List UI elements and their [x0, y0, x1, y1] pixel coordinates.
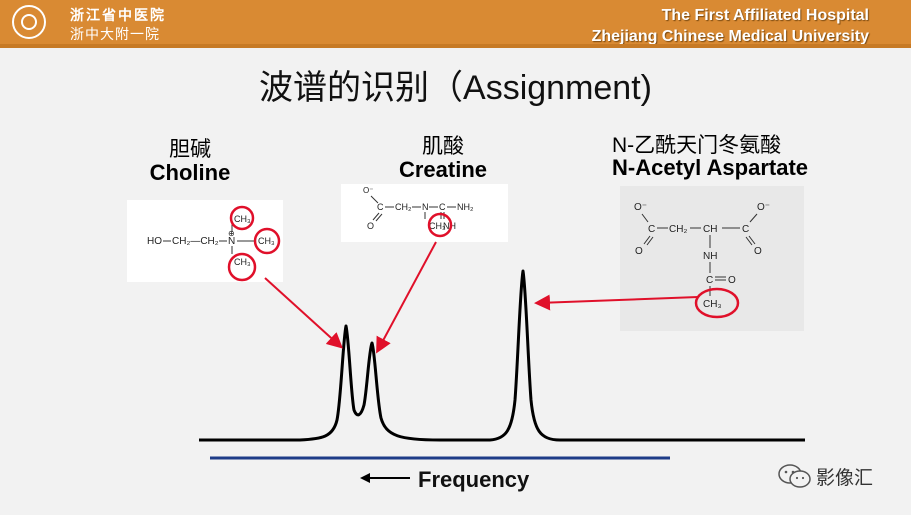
creatine-nh: NH — [443, 221, 456, 231]
header-bar: 浙江省中医院 浙中大附一院 The First Affiliated Hospi… — [0, 0, 911, 45]
naa-c-right: C — [742, 224, 749, 235]
choline-ch3-top: CH₃ — [234, 214, 251, 224]
hospital-name-en-line1: The First Affiliated Hospital — [661, 7, 869, 24]
creatine-o: O — [367, 221, 374, 231]
choline-ch3-bottom: CH₃ — [234, 257, 251, 267]
naa-ch3-highlight — [694, 287, 740, 319]
naa-c-acetyl: C — [706, 275, 713, 286]
choline-ch3-right: CH₃ — [258, 236, 275, 246]
creatine-o-minus: O⁻ — [363, 186, 373, 195]
watermark: 影像汇 — [778, 461, 898, 489]
naa-o-minus-left: O⁻ — [634, 202, 647, 213]
creatine-cn: C — [439, 202, 446, 212]
hospital-name-cn-line1: 浙江省中医院 — [70, 8, 166, 24]
spectrum-curve — [199, 269, 805, 442]
choline-ch3-highlight-right — [253, 227, 281, 255]
creatine-ch3: CH₃ — [429, 221, 446, 231]
choline-structure: HO CH₂—CH₂ N ⊕ CH₃ CH₃ CH₃ — [127, 200, 283, 282]
creatine-structure: O⁻ C CH₂ N C NH₂ O CH₃ NH — [341, 184, 508, 242]
creatine-nh2: NH₂ — [457, 202, 474, 212]
naa-o-left: O — [635, 246, 643, 257]
naa-o-acetyl: O — [728, 275, 736, 286]
choline-name-cn: 胆碱 — [169, 138, 211, 161]
header-divider — [0, 44, 911, 48]
creatine-arrow — [376, 241, 437, 354]
hospital-name-en-line2: Zhejiang Chinese Medical University — [591, 28, 869, 45]
naa-name-en: N-Acetyl Aspartate — [612, 155, 809, 180]
chat-bubbles-icon — [778, 464, 811, 488]
naa-ch: CH — [703, 224, 717, 235]
naa-arrow — [534, 294, 699, 311]
watermark-text: 影像汇 — [816, 468, 874, 489]
naa-c-left: C — [648, 224, 655, 235]
choline-plus: ⊕ — [228, 229, 235, 238]
choline-ho: HO — [147, 236, 162, 247]
frequency-label: Frequency — [418, 467, 530, 492]
choline-name-en: Choline — [149, 160, 231, 185]
creatine-n: N — [422, 202, 429, 212]
naa-ch2: CH₂ — [669, 224, 687, 235]
creatine-c: C — [377, 202, 384, 212]
choline-ch3-highlight-bottom — [227, 252, 257, 282]
slide-title: 波谱的识别（Assignment) — [259, 69, 652, 107]
creatine-name-cn: 肌酸 — [422, 135, 464, 158]
naa-ch3: CH₃ — [703, 299, 722, 310]
hospital-name-cn-line2: 浙中大附一院 — [70, 27, 160, 43]
naa-nh: NH — [703, 251, 717, 262]
choline-n: N — [228, 236, 235, 247]
creatine-ch2: CH₂ — [395, 202, 412, 212]
creatine-name-en: Creatine — [398, 157, 488, 182]
naa-structure: O⁻ C CH₂ CH C O⁻ O O NH C O CH₃ — [620, 186, 804, 331]
creatine-ch3-highlight — [427, 212, 453, 238]
naa-o-right: O — [754, 246, 762, 257]
naa-o-minus-right: O⁻ — [757, 202, 770, 213]
naa-name-cn: N-乙酰天门冬氨酸 — [612, 134, 782, 157]
hospital-logo-icon — [12, 5, 46, 39]
choline-ch3-highlight-top — [229, 205, 255, 231]
choline-arrow — [264, 277, 343, 349]
left-arrow-icon — [360, 473, 410, 483]
choline-chain: CH₂—CH₂ — [172, 236, 219, 247]
